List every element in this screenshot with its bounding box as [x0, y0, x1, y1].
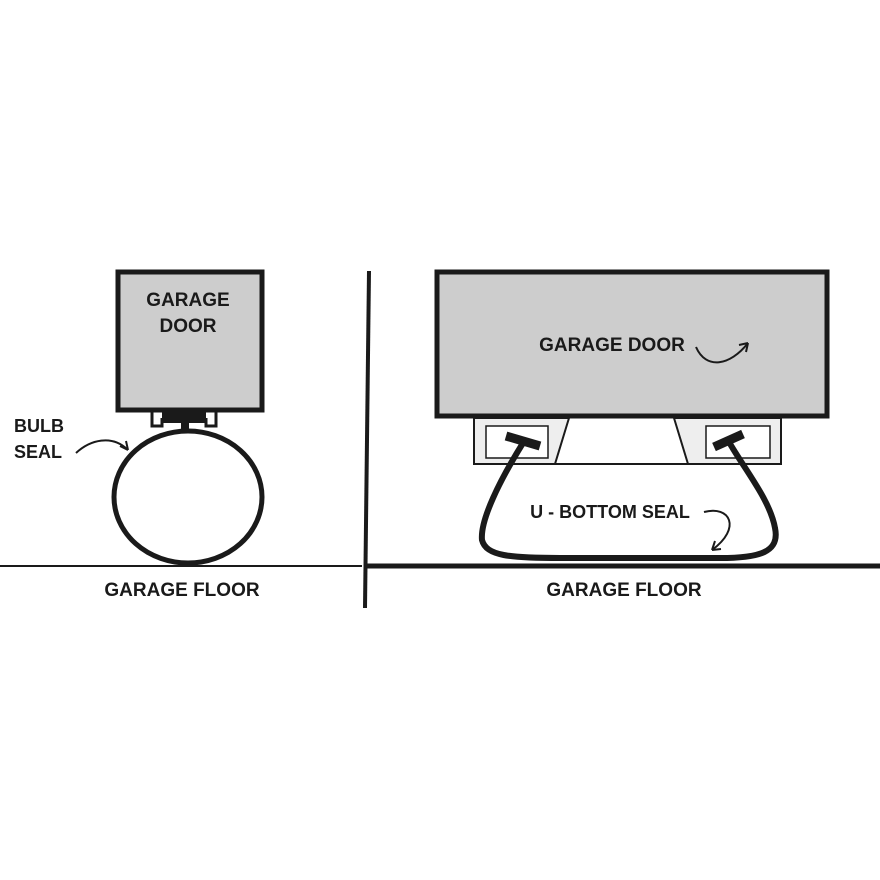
bulb-seal [111, 428, 265, 566]
u-bottom-seal [478, 440, 779, 561]
seal-anchor-left [504, 431, 542, 451]
left-garage-door [115, 269, 265, 413]
u-bottom-seal-label: U - BOTTOM SEAL [530, 502, 690, 522]
right-door-label: GARAGE DOOR [539, 335, 685, 356]
bulb-seal-retainer [150, 409, 218, 432]
left-door-label-line1: GARAGE [146, 290, 229, 311]
curved-arrow-icon [695, 342, 749, 364]
panel-divider [363, 270, 371, 609]
left-door-label-line2: DOOR [160, 316, 217, 337]
right-floor-label: GARAGE FLOOR [546, 580, 701, 601]
retainer-slot-right [705, 425, 771, 459]
right-panel: GARAGE DOOR U - BOTTOM SEAL GARAGE FLOOR [365, 269, 880, 601]
bottom-seal-retainer [473, 417, 782, 465]
right-garage-door [434, 269, 830, 419]
curved-arrow-icon [75, 439, 129, 454]
curved-arrow-icon [703, 509, 731, 551]
seal-anchor-right [712, 429, 745, 452]
left-panel: GARAGE DOOR BULB SEAL GARAGE FLOOR [0, 269, 362, 601]
bulb-seal-label-line2: SEAL [14, 442, 62, 462]
left-floor-label: GARAGE FLOOR [104, 580, 259, 601]
bulb-seal-label-line1: BULB [14, 416, 64, 436]
